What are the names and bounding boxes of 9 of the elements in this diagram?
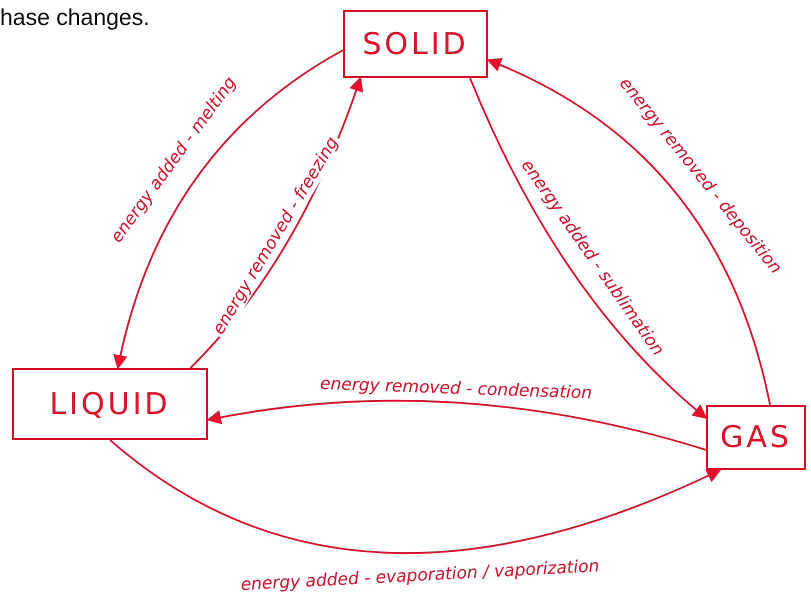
arrow [109, 439, 722, 554]
caption-text: hase changes. [0, 4, 150, 31]
arrow [114, 49, 344, 370]
state-box: LIQUID [12, 368, 208, 440]
arrow [486, 58, 771, 406]
state-box: GAS [706, 405, 806, 470]
arrow [469, 78, 708, 419]
arrow [206, 400, 706, 451]
state-box: SOLID [343, 10, 488, 78]
